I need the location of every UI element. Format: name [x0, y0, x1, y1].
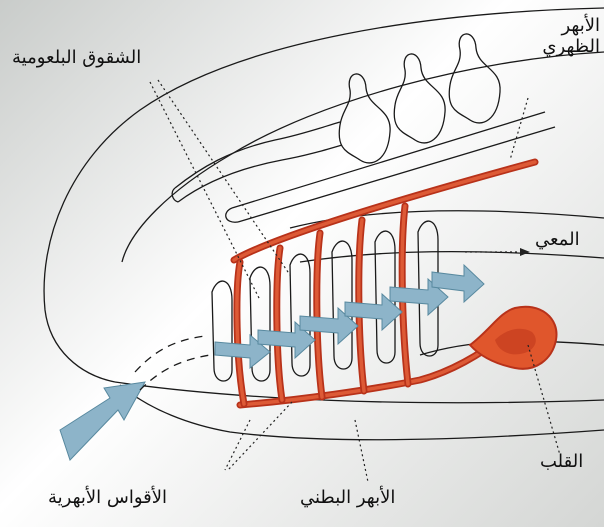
ventral-aorta-label: الأبهر البطني [300, 487, 396, 508]
pointer-lines [149, 79, 561, 483]
aortic-arches-label: الأقواس الأبهرية [48, 487, 168, 508]
notochord [171, 111, 556, 223]
intestine-pointer-arrowhead [520, 248, 530, 256]
pharyngeal-slits-label: الشقوق البلعومية [12, 47, 142, 68]
water-flow-arrows [59, 263, 485, 461]
vertebrae [338, 33, 501, 164]
water-inflow-arrow [59, 381, 146, 461]
mouth-dashes [134, 335, 211, 391]
heart [468, 305, 558, 370]
dorsal-aorta-label: الأبهر الظهري [542, 15, 600, 57]
blood-vessels [230, 158, 539, 409]
heart-label: القلب [540, 451, 584, 472]
intestine-label: المعي [535, 229, 580, 250]
pharyngeal-slits [211, 220, 439, 382]
